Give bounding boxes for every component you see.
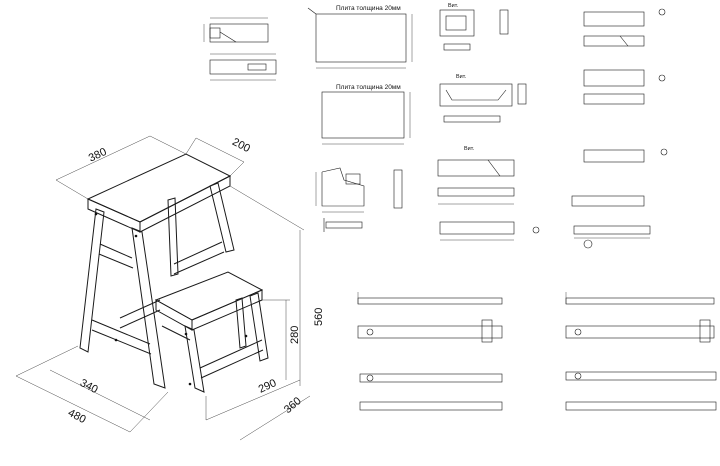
bracket-part-drawing [315,167,403,232]
center-view-part-1 [439,9,509,51]
dim-step-height: 280 [289,326,301,344]
dim-total-height: 560 [313,308,325,326]
center-view-part-2 [439,83,527,123]
dim-top-width: 380 [87,146,109,165]
view-2-label: Вит. [456,74,467,80]
plate-a-label: Плита толщина 20мм [336,5,401,12]
plate-drawing-b [321,91,411,145]
part-drawing-top-left [203,17,277,81]
right-column-parts [571,8,668,249]
dim-step-width: 360 [282,395,304,416]
plate-b-label: Плита толщина 20мм [336,84,401,91]
view-1-label: Вит. [448,3,459,9]
long-rail-drawings [357,292,717,411]
center-view-part-3 [437,159,540,241]
isometric-step-stool [15,135,311,441]
dim-step-depth: 290 [257,377,279,396]
plate-drawing-a [307,7,413,69]
view-3-label: Вит. [464,146,475,152]
dim-top-depth: 200 [230,136,252,155]
